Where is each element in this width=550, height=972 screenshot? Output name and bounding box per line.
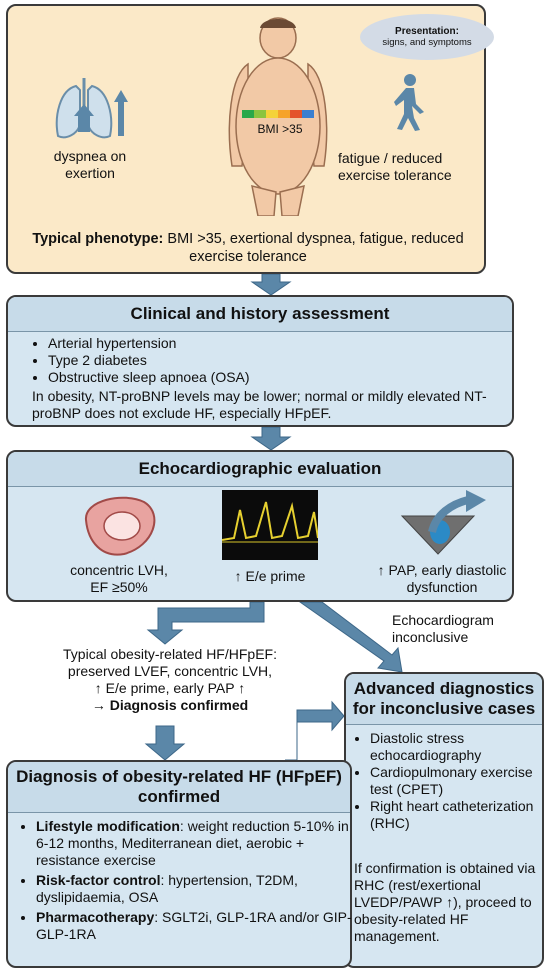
presentation-panel: Presentation: signs, and symptoms dyspne… [6,4,494,274]
echo-ultrasound-icon [400,490,486,555]
clinical-title: Clinical and history assessment [8,297,512,332]
doppler-waveform-icon [222,490,318,560]
bmi-label: BMI >35 [257,122,303,136]
phenotype-label: Typical phenotype: [32,231,164,247]
advanced-list: Diastolic stress echocardiography Cardio… [352,730,550,832]
advanced-note: If confirmation is obtained via RHC (res… [354,860,536,944]
advanced-item: Right heart catheterization (RHC) [370,798,550,832]
diagnosis-item-text: : weight reduction 5-10% in 6-12 months,… [36,818,349,868]
arrow-to-typical [146,601,265,645]
diagnosis-item-text: : hypertension, T2DM, dyslipidaemia, OSA [36,872,298,905]
typical-line: preserved LVEF, concentric LVH, [67,663,273,679]
advanced-title: Advanced diagnostics for inconclusive ca… [346,674,542,725]
echo-caption-pap: ↑ PAP, early diastolic dysfunction [377,562,507,595]
diagnosis-item-label: Risk-factor control [36,872,161,888]
phenotype-text: Typical phenotype: BMI >35, exertional d… [28,230,468,266]
typical-line: ↑ E/e prime, early PAP ↑ [94,680,246,696]
diagnosis-list: Lifestyle modification: weight reduction… [18,818,358,943]
dyspnea-label: dyspnea on exertion [53,148,127,181]
heart-lvh-icon [84,496,156,556]
clinical-list: Arterial hypertension Type 2 diabetes Ob… [30,335,250,386]
bubble-title: Presentation: [395,26,459,37]
arrow-to-diagnosis [144,725,186,761]
diagnosis-item-label: Lifestyle modification [36,818,180,834]
typical-line: Typical obesity-related HF/HFpEF: [63,646,277,662]
inconclusive-label: Echocardiogram inconclusive [392,612,494,645]
walking-person-icon [394,74,424,131]
advanced-item: Diastolic stress echocardiography [370,730,550,764]
typical-confirmed: → Diagnosis confirmed [91,697,249,713]
clinical-note: In obesity, NT-proBNP levels may be lowe… [32,388,487,421]
advanced-item: Cardiopulmonary exercise test (CPET) [370,764,550,798]
echo-caption-ee: ↑ E/e prime [234,568,306,584]
diagnosis-title: Diagnosis of obesity-related HF (HFpEF) … [8,762,350,813]
lungs-icon [55,78,128,139]
diagnosis-panel: Diagnosis of obesity-related HF (HFpEF) … [6,760,352,968]
arrow-to-advanced [298,601,403,673]
clinical-item: Arterial hypertension [48,335,250,352]
obese-person-icon [228,17,328,216]
diagnosis-item-label: Pharmacotherapy [36,909,155,925]
arrow-to-clinical [250,273,292,296]
diagnosis-item: Lifestyle modification: weight reduction… [36,818,358,869]
clinical-assessment-panel: Clinical and history assessment Arterial… [6,295,514,427]
diagnosis-item: Risk-factor control: hypertension, T2DM,… [36,872,358,906]
phenotype-description: BMI >35, exertional dyspnea, fatigue, re… [163,231,464,265]
advanced-diagnostics-panel: Advanced diagnostics for inconclusive ca… [344,672,544,968]
echo-panel: Echocardiographic evaluation concentric … [6,450,514,602]
arrow-to-echo [250,426,292,451]
fatigue-label: fatigue / reduced exercise tolerance [338,150,452,183]
clinical-item: Type 2 diabetes [48,352,250,369]
diagnosis-item: Pharmacotherapy: SGLT2i, GLP-1RA and/or … [36,909,358,943]
clinical-item: Obstructive sleep apnoea (OSA) [48,369,250,386]
bubble-subtitle: signs, and symptoms [382,37,472,48]
typical-block: Typical obesity-related HF/HFpEF: preser… [20,646,320,714]
echo-caption-lvh: concentric LVH, EF ≥50% [70,562,168,595]
echo-title: Echocardiographic evaluation [8,452,512,487]
diagnosis-item-text: : SGLT2i, GLP-1RA and/or GIP-GLP-1RA [36,909,352,942]
presentation-bubble: Presentation: signs, and symptoms [360,14,494,60]
